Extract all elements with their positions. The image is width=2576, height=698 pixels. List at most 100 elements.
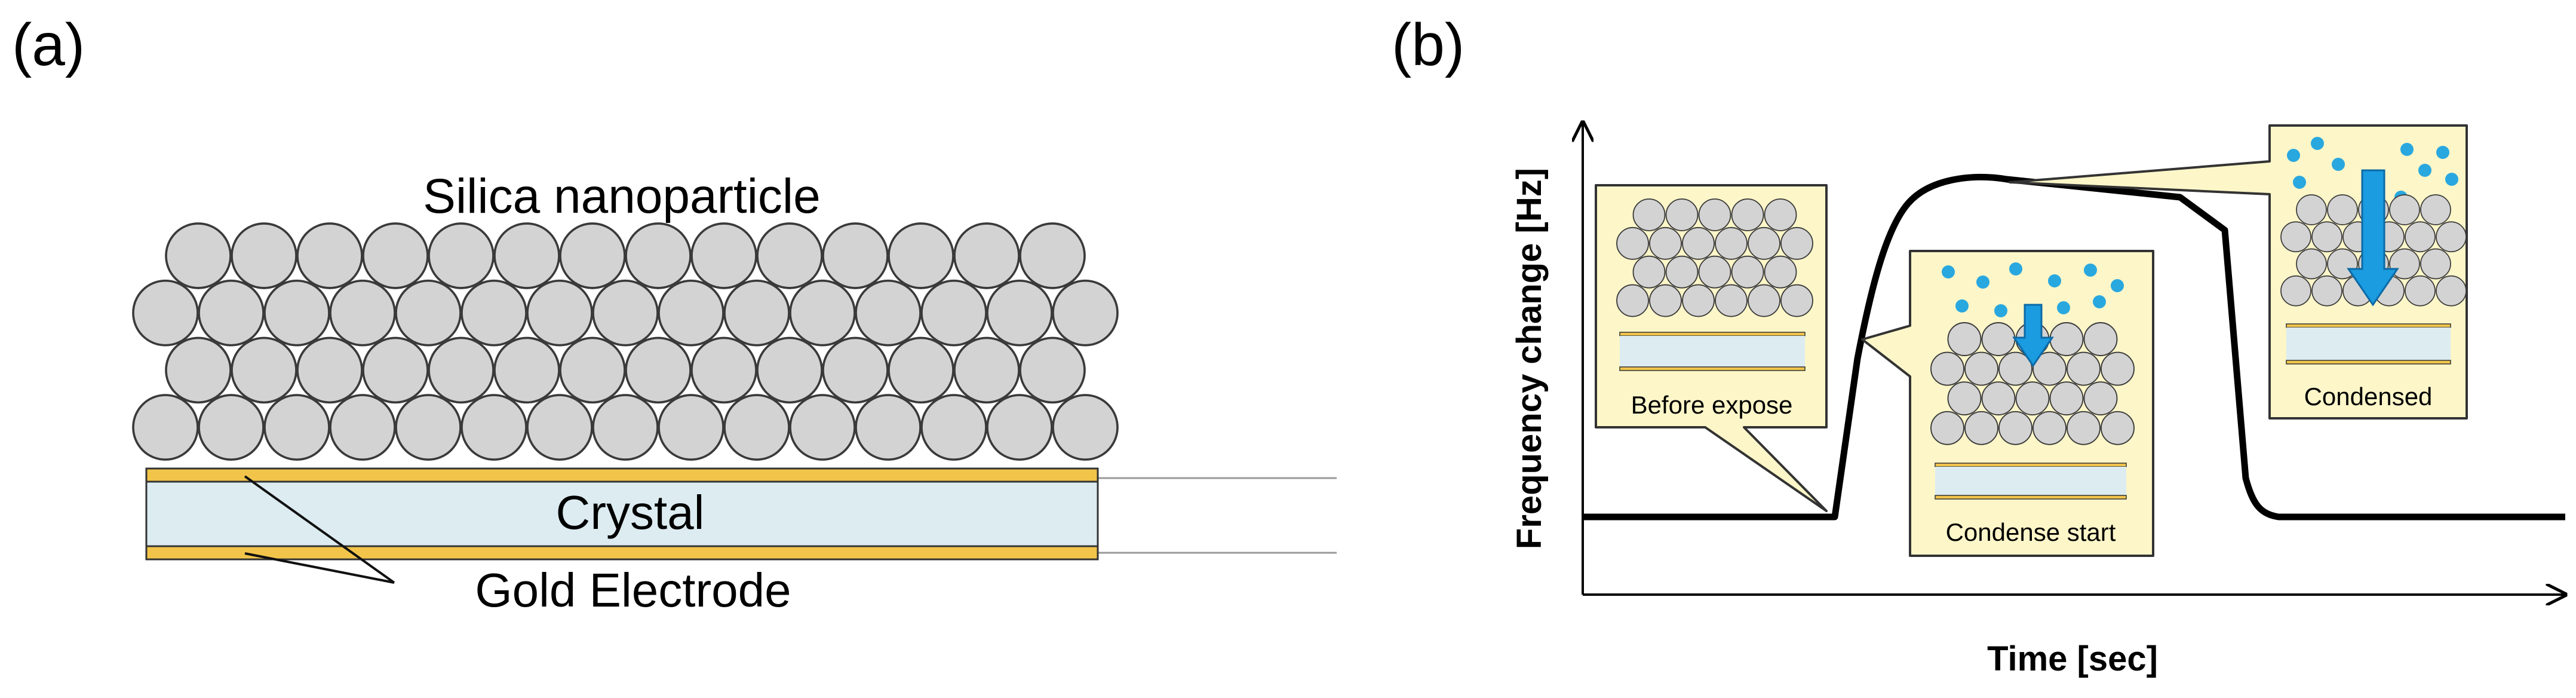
silica-nanoparticle (1998, 351, 2032, 386)
start-electrode-top (1935, 463, 2127, 467)
silica-nanoparticle (2032, 351, 2067, 386)
condensed-arrow (2347, 169, 2399, 307)
silica-nanoparticle (2101, 411, 2135, 445)
silica-nanoparticle (1665, 255, 1699, 289)
silica-nanoparticle (658, 394, 724, 461)
silica-nanoparticle (2049, 381, 2084, 416)
silica-nanoparticle (1632, 255, 1666, 289)
crystal-label: Crystal (556, 486, 705, 539)
silica-nanoparticle (690, 336, 757, 404)
silica-nanoparticle (2436, 275, 2467, 307)
silica-nanoparticle (2280, 221, 2311, 253)
silica-nanoparticle (559, 336, 626, 404)
silica-nanoparticle (625, 222, 692, 289)
water-droplet (2057, 301, 2070, 314)
silica-nanoparticle (920, 394, 987, 461)
silica-nanoparticle (1764, 198, 1797, 231)
silica-nanoparticle (690, 222, 757, 289)
silica-nanoparticle (165, 222, 232, 289)
silica-nanoparticle (1698, 198, 1731, 231)
silica-nanoparticle (2405, 275, 2436, 307)
water-droplet (2048, 274, 2061, 287)
silica-nanoparticle (329, 279, 396, 347)
silica-nanoparticle (395, 279, 462, 347)
silica-nanoparticle (1947, 381, 1982, 416)
water-droplet (2009, 262, 2022, 275)
silica-nanoparticle (2049, 322, 2084, 356)
crystal (145, 480, 1099, 547)
silica-nanoparticle (231, 222, 297, 289)
water-droplet (2293, 176, 2306, 189)
silica-nanoparticle (1748, 226, 1780, 260)
silica-nanoparticle (592, 394, 659, 461)
silica-nanoparticle (658, 279, 724, 347)
silica-nanoparticle (986, 394, 1053, 461)
silica-nanoparticle (2311, 275, 2342, 307)
before-electrode-bottom (1619, 366, 1806, 371)
before-electrode-top (1619, 332, 1806, 336)
silica-nanoparticle (1019, 336, 1086, 404)
silica-nanoparticle (888, 336, 954, 404)
silica-nanoparticle (1698, 255, 1731, 289)
silica-nanoparticle (1682, 226, 1715, 260)
silica-nanoparticle (1964, 411, 1998, 445)
silica-nanoparticle (263, 394, 330, 461)
silica-nanoparticle (2032, 411, 2067, 445)
silica-nanoparticle (1930, 351, 1964, 386)
silica-nanoparticle (1998, 411, 2032, 445)
silica-nanoparticle (2389, 194, 2420, 225)
silica-nanoparticle (1930, 411, 1964, 445)
silica-nanoparticle (1981, 322, 2016, 356)
frequency-response-curve (1583, 173, 2565, 521)
silica-nanoparticle (428, 336, 495, 404)
condensed-crystal (2286, 327, 2451, 360)
silica-nanoparticle (789, 394, 856, 461)
water-droplet (1976, 275, 1989, 289)
silica-nanoparticle (2296, 194, 2327, 225)
silica-nanoparticle (460, 279, 527, 347)
water-droplet (2311, 137, 2324, 150)
silica-nanoparticle (460, 394, 527, 461)
silica-nanoparticle (2420, 248, 2451, 280)
silica-nanoparticle (1052, 394, 1119, 461)
panel-b: Frequency change [Hz] Time [sec] Before … (1510, 123, 2565, 678)
panel-b-label: (b) (1392, 11, 1465, 78)
silica-nanoparticle (2083, 381, 2118, 416)
silica-nanoparticle (526, 394, 593, 461)
silica-nanoparticle (493, 336, 560, 404)
condense-start-arrow (2012, 304, 2054, 368)
silica-nanoparticle (1981, 381, 2016, 416)
silica-nanoparticle (953, 222, 1020, 289)
silica-nanoparticle (132, 279, 199, 347)
silica-nanoparticle (296, 222, 363, 289)
silica-nanoparticle (1616, 284, 1649, 317)
silica-nanoparticle (1665, 198, 1699, 231)
electrode-label: Gold Electrode (475, 564, 791, 617)
silica-nanoparticle (1715, 284, 1748, 317)
silica-nanoparticle (362, 336, 429, 404)
water-droplet (2111, 279, 2124, 292)
water-droplet (2418, 164, 2431, 177)
silica-nanoparticle (822, 222, 889, 289)
silica-nanoparticle (855, 279, 922, 347)
start-crystal (1935, 467, 2126, 495)
electrode-pointer-top (244, 475, 395, 584)
silica-nanoparticle (789, 279, 856, 347)
silica-nanoparticle (1780, 226, 1813, 260)
water-droplet (2093, 295, 2106, 308)
silica-nanoparticle (428, 222, 495, 289)
silica-nanoparticle (1616, 226, 1649, 260)
silica-nanoparticle (2296, 248, 2327, 280)
silica-nanoparticle (1682, 284, 1715, 317)
silica-nanoparticle (1731, 255, 1764, 289)
silica-nanoparticle (2067, 351, 2101, 386)
silica-nanoparticle (198, 279, 265, 347)
silica-nanoparticle (2015, 381, 2050, 416)
nanoparticle-layer (132, 222, 1119, 461)
silica-nanoparticle (1715, 226, 1748, 260)
silica-nanoparticle (953, 336, 1020, 404)
water-droplet (2332, 158, 2345, 171)
silica-nanoparticle (2101, 351, 2135, 386)
